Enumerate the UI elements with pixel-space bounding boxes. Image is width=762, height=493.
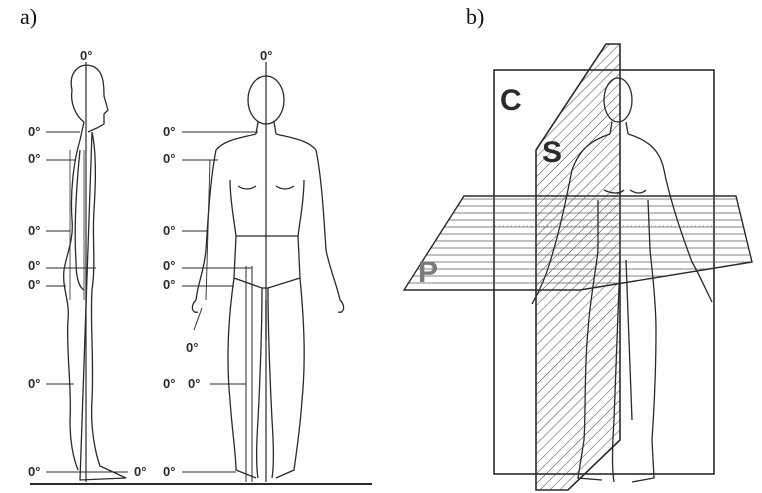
angle-label: 0° [163, 258, 175, 273]
angle-label: 0° [28, 376, 40, 391]
angle-label: 0° [163, 464, 175, 479]
angle-label: 0° [28, 277, 40, 292]
front-view-figure [192, 76, 343, 478]
planes-diagram: C S P [404, 44, 752, 490]
angle-label: 0° [163, 223, 175, 238]
front-view-angle-labels: 0° 0° 0° 0° 0° 0° 0° 0° 0° 0° [163, 48, 272, 479]
sagittal-plane-label: S [542, 136, 562, 169]
angle-label: 0° [134, 464, 146, 479]
angle-label: 0° [163, 277, 175, 292]
angle-label: 0° [28, 151, 40, 166]
angle-label: 0° [188, 376, 200, 391]
angle-label: 0° [28, 124, 40, 139]
angle-label: 0° [163, 124, 175, 139]
angle-label: 0° [186, 340, 198, 355]
angle-label: 0° [260, 48, 272, 63]
angle-label: 0° [80, 48, 92, 63]
angle-label: 0° [28, 464, 40, 479]
side-view-leader-lines [46, 132, 128, 472]
angle-label: 0° [28, 223, 40, 238]
angle-label: 0° [28, 258, 40, 273]
transverse-plane-label: P [418, 256, 438, 289]
angle-label: 0° [163, 376, 175, 391]
front-view-leader-lines [182, 132, 258, 472]
coronal-plane-label: C [500, 84, 522, 117]
side-view-figure [64, 65, 126, 480]
angle-label: 0° [163, 151, 175, 166]
